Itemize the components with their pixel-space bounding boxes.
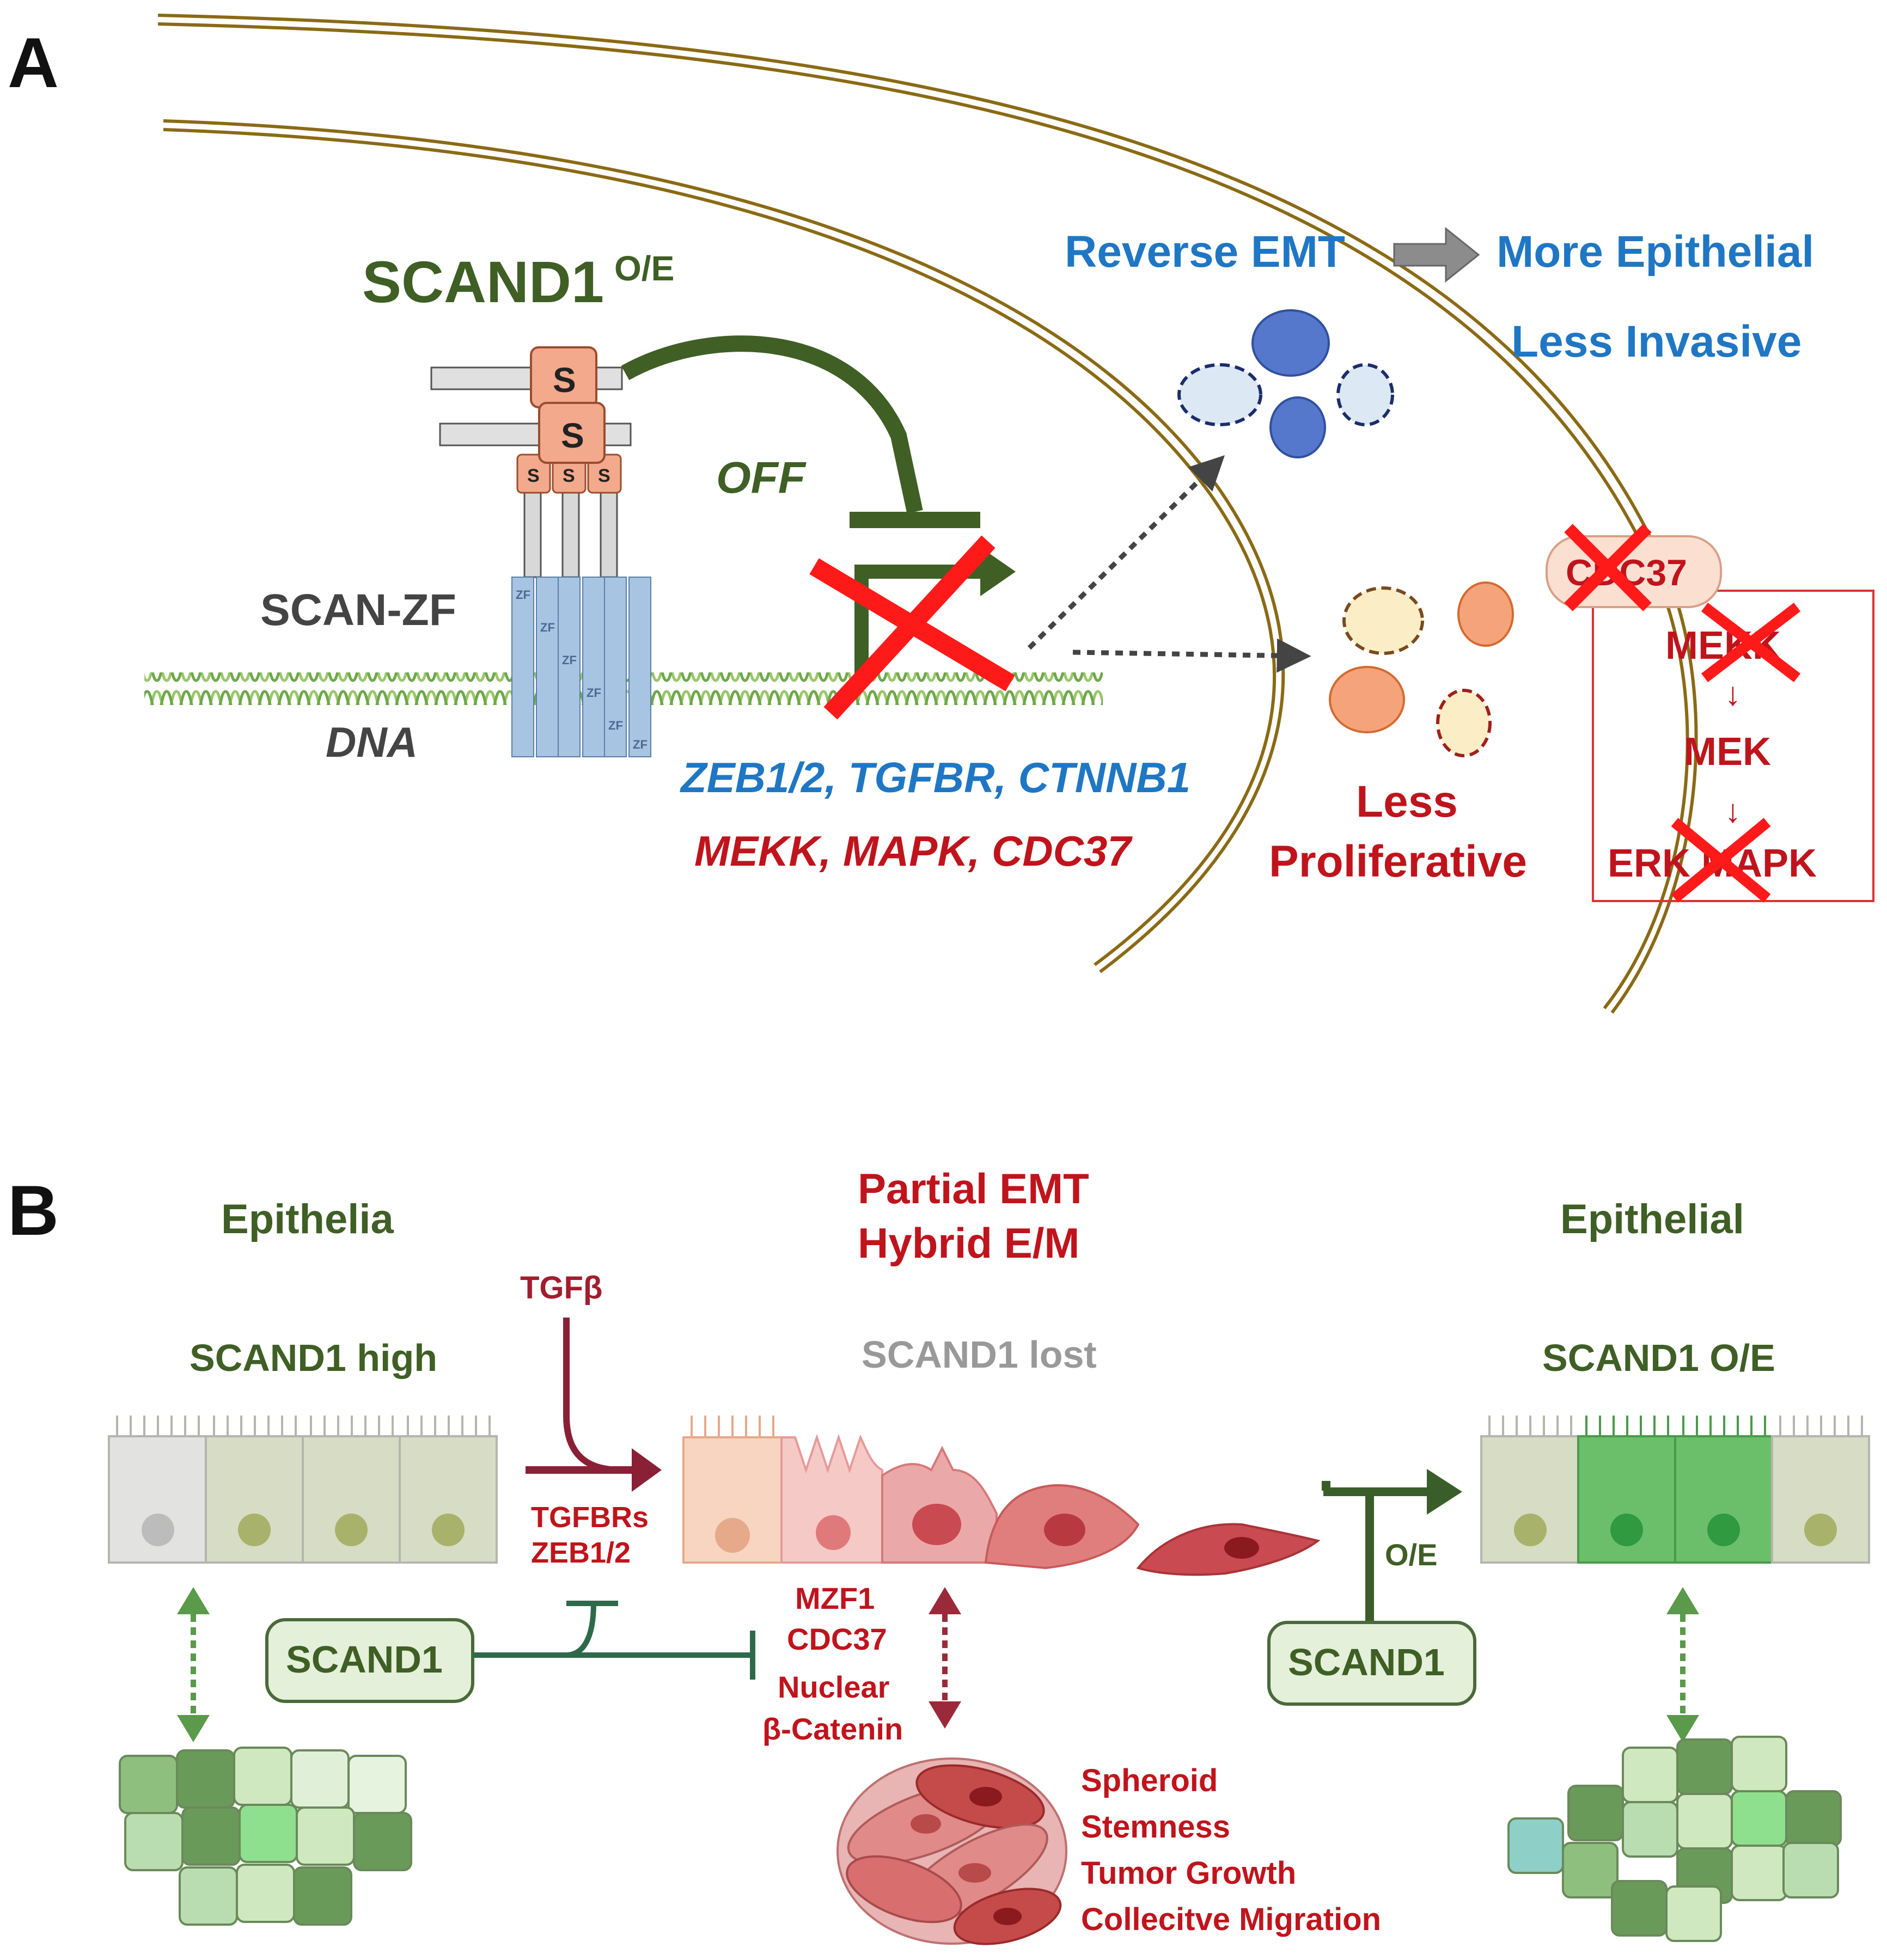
scand1-oe-superscript: O/E: [614, 249, 674, 288]
mapk-pathway-box: [1592, 590, 1874, 902]
blue-epithelial-cells: [1177, 309, 1394, 458]
nuclear-membrane: [163, 119, 1285, 973]
collective-migration-label: Collecitve Migration: [1081, 1902, 1381, 1937]
mzf1-label: MZF1: [795, 1581, 875, 1615]
cell-membrane-outer: [157, 14, 1698, 1014]
dna-label: DNA: [326, 718, 418, 766]
tgfb-label: TGFβ: [520, 1270, 602, 1306]
panel-b: B Epithelia SCAND1 high Partial EMT Hybr…: [8, 1165, 1870, 1945]
scan-domain-small-1: S: [527, 465, 540, 486]
epithelial-heading: Epithelial: [1560, 1196, 1744, 1242]
panel-a: A SCAND1 O/E SCAN-ZF DNA: [8, 14, 1874, 1014]
less-invasive-label: Less Invasive: [1511, 317, 1801, 366]
partial-emt-heading: Partial EMT: [858, 1165, 1089, 1212]
off-label: OFF: [716, 453, 807, 503]
more-epithelial-label: More Epithelial: [1497, 227, 1814, 277]
oe-arrow: [1322, 1481, 1432, 1622]
scand1-box-left: [265, 1618, 474, 1703]
scand1-box-right-label: SCAND1: [1288, 1641, 1445, 1683]
scan-domain-small-2: S: [563, 465, 575, 486]
cdc37-b-label: CDC37: [787, 1622, 887, 1656]
zf-domain-label: ZF: [608, 719, 623, 732]
mek-label: MEK: [1684, 730, 1771, 774]
scan-domain-small-3: S: [598, 465, 610, 486]
less-proliferative-line2: Proliferative: [1269, 837, 1527, 886]
scan-zf-protein-complex: ZF ZF ZF ZF ZF ZF S S S S S: [430, 346, 651, 757]
dotted-arrow-to-emt: [1027, 455, 1225, 650]
panel-a-label: A: [8, 23, 59, 102]
mapk-arrow-1: ↓: [1725, 676, 1741, 712]
tgfb-arrow: [563, 1318, 634, 1473]
scand1-lost-label: SCAND1 lost: [862, 1333, 1097, 1376]
tumor-growth-label: Tumor Growth: [1081, 1855, 1296, 1891]
scan-domain-2: S: [561, 416, 584, 455]
promoter-arrow-head: [980, 547, 1016, 596]
zf-domain-label: ZF: [540, 621, 555, 634]
red-x-cdc37: [1564, 524, 1652, 611]
partial-emt-cells: [682, 1416, 1321, 1576]
hybrid-em-heading: Hybrid E/M: [858, 1219, 1079, 1267]
scan-domain-1: S: [553, 360, 576, 400]
scand1-oe-title: SCAND1: [362, 249, 604, 315]
promoter-arrow: [854, 565, 991, 686]
oe-arrow-head: [1427, 1469, 1462, 1515]
target-genes-blue: ZEB1/2, TGFBR, CTNNB1: [680, 754, 1190, 801]
scand1-inhibition-arrow: [621, 335, 980, 528]
zf-domain-label: ZF: [562, 653, 577, 667]
scand1-oe-label: SCAND1 O/E: [1542, 1337, 1775, 1379]
zf-domain-label: ZF: [516, 588, 530, 602]
red-x-promoter: [809, 535, 1015, 720]
tgfbr-arrow-head: [632, 1448, 662, 1492]
red-x-erk: [1671, 818, 1771, 903]
scand1-high-label: SCAND1 high: [190, 1337, 437, 1379]
dotted-arrow-to-proliferation: [1072, 638, 1311, 673]
panel-b-label: B: [8, 1171, 59, 1250]
stemness-label: Stemness: [1081, 1809, 1230, 1845]
reverse-emt-label: Reverse EMT: [1065, 227, 1345, 277]
red-x-mekk: [1701, 603, 1801, 682]
target-genes-red: MEKK, MAPK, CDC37: [694, 827, 1133, 875]
tgfbrs-label: TGFBRs: [531, 1501, 649, 1534]
nuclear-label: Nuclear: [778, 1670, 889, 1704]
zeb12-label: ZEB1/2: [531, 1536, 631, 1569]
right-dashed-arrow: [1666, 1587, 1699, 1742]
oe-label: O/E: [1385, 1538, 1437, 1572]
less-proliferative-line1: Less: [1356, 777, 1458, 826]
right-green-cell-cluster: [1507, 1736, 1842, 1942]
mapk-arrow-2: ↓: [1725, 793, 1741, 829]
left-epithelium: [108, 1416, 498, 1564]
spheroid-label: Spheroid: [1081, 1763, 1218, 1798]
scand1-box-right: [1267, 1621, 1476, 1706]
right-epithelium: [1480, 1416, 1870, 1564]
scan-zf-label: SCAN-ZF: [260, 585, 456, 635]
left-green-cell-cluster: [119, 1747, 412, 1926]
scand1-inhibition-lines: [473, 1601, 755, 1680]
left-dashed-arrow: [177, 1587, 210, 1742]
scand1-box-left-label: SCAND1: [286, 1638, 443, 1681]
mesenchymal-spheroid: [836, 1757, 1067, 1945]
epithelia-heading: Epithelia: [221, 1196, 394, 1242]
orange-proliferating-cells: [1329, 581, 1514, 757]
middle-dashed-arrow: [929, 1587, 961, 1729]
gray-arrow-icon: [1393, 226, 1480, 283]
zf-domain-label: ZF: [633, 738, 648, 751]
zf-domain-label: ZF: [587, 686, 601, 700]
beta-catenin-label: β-Catenin: [762, 1712, 903, 1746]
